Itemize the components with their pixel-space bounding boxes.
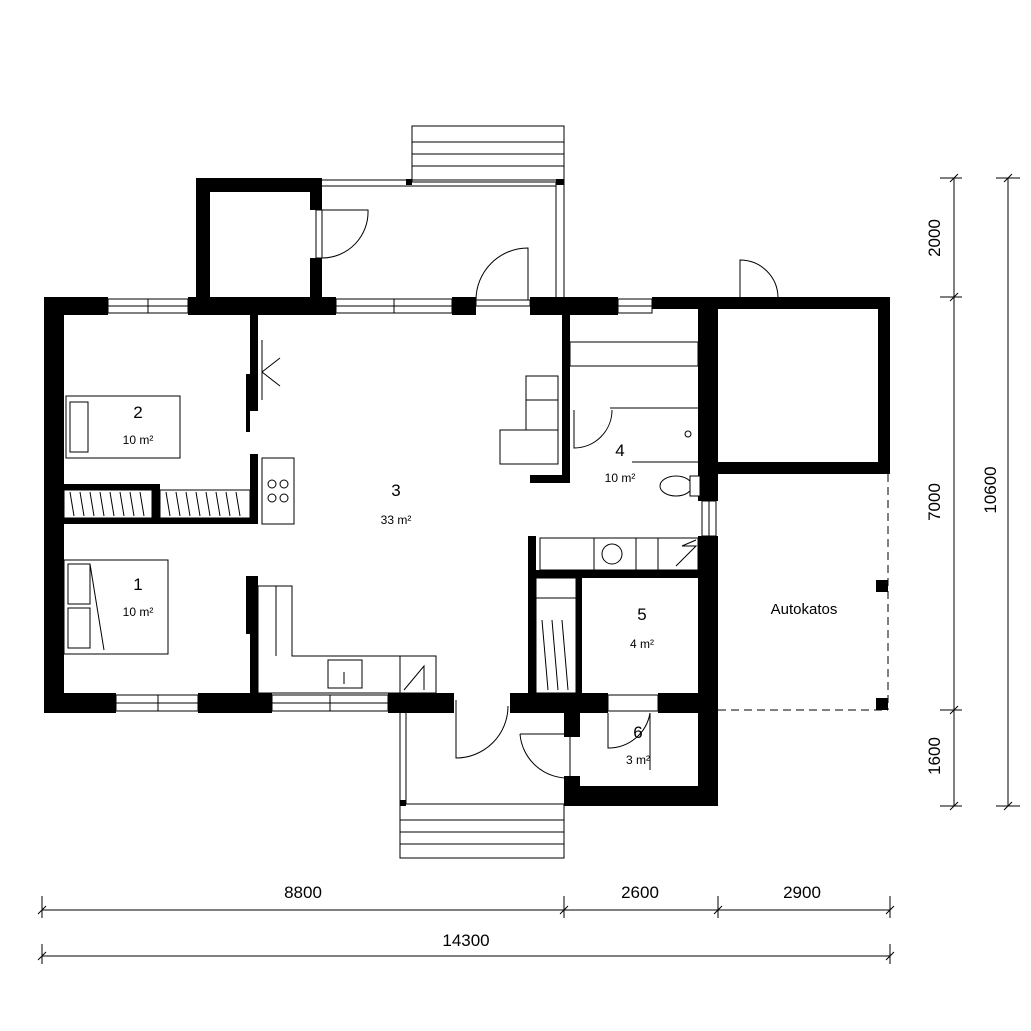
room-3-area: 33 m² — [381, 513, 412, 527]
carport — [718, 474, 889, 711]
vertical-dimensions: 2000 7000 1600 10600 — [925, 173, 1020, 811]
dim-7000: 7000 — [925, 483, 944, 521]
horizontal-dimensions: 8800 2600 2900 14300 — [37, 883, 895, 964]
room-1-number: 1 — [133, 575, 142, 594]
top-terrace — [322, 125, 565, 298]
dim-2900: 2900 — [783, 883, 821, 902]
bottom-terrace — [399, 713, 571, 859]
room-5-number: 5 — [637, 605, 646, 624]
carport-label: Autokatos — [771, 601, 838, 618]
dim-14300: 14300 — [442, 931, 489, 950]
room-3-number: 3 — [391, 481, 400, 500]
storage-annex — [196, 178, 369, 300]
room-1-area: 10 m² — [123, 605, 154, 619]
dim-2600: 2600 — [621, 883, 659, 902]
room-2-number: 2 — [133, 403, 142, 422]
exterior-walls — [44, 297, 890, 806]
interior-walls — [64, 315, 698, 729]
dim-1600: 1600 — [925, 737, 944, 775]
room-4-number: 4 — [615, 441, 624, 460]
room-2-area: 10 m² — [123, 433, 154, 447]
room-6-number: 6 — [633, 723, 642, 742]
dim-2000: 2000 — [925, 219, 944, 257]
room-6-area: 3 m² — [626, 753, 650, 767]
dim-10600: 10600 — [981, 466, 1000, 513]
room-labels: 2 10 m² 1 10 m² 3 33 m² 4 10 m² 5 4 m² 6… — [123, 403, 838, 767]
room-5-area: 4 m² — [630, 637, 654, 651]
dim-8800: 8800 — [284, 883, 322, 902]
windows — [107, 298, 717, 712]
room-4-area: 10 m² — [605, 471, 636, 485]
furniture — [63, 341, 701, 694]
